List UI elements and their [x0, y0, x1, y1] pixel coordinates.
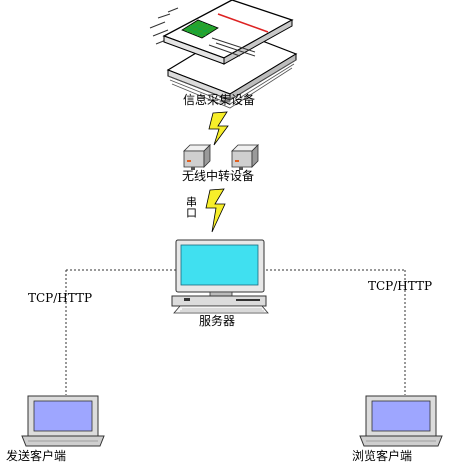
left-protocol-label: TCP/HTTP	[28, 291, 92, 305]
right-protocol-label: TCP/HTTP	[368, 279, 432, 293]
radio-module-icon	[183, 144, 211, 170]
printer-icon	[149, 0, 298, 109]
right-client-label: 浏览客户端	[352, 448, 412, 463]
dotted-connections	[65, 269, 406, 395]
device-label: 信息采集设备	[183, 92, 255, 107]
device-red-line	[217, 13, 269, 33]
left-client-label: 发送客户端	[6, 448, 66, 463]
laptop-icon	[21, 395, 105, 447]
server-screen	[180, 244, 259, 286]
server-label: 服务器	[199, 313, 235, 328]
wireless-bolt-top	[208, 111, 229, 146]
desktop-computer-icon	[171, 239, 269, 314]
radio-module-icon	[231, 144, 259, 170]
port-label: 串口	[185, 196, 198, 218]
laptop-icon	[359, 395, 443, 447]
relay-label: 无线中转设备	[182, 168, 254, 183]
wireless-bolt-bottom	[205, 188, 226, 233]
